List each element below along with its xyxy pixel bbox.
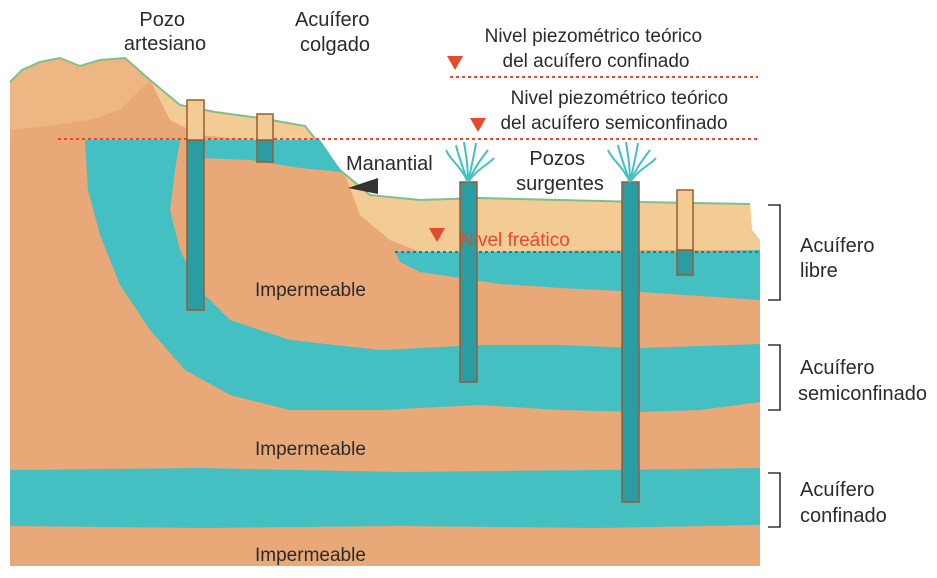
- label-artesian-well: Pozo artesiano: [124, 9, 206, 55]
- bracket-confined: [768, 473, 780, 527]
- free-well-top: [677, 190, 693, 252]
- label-perched-aquifer: Acuífero colgado: [295, 9, 375, 56]
- label-confined-aquifer: Acuífero confinado: [800, 479, 887, 527]
- artesian-well-casing-top: [187, 100, 204, 142]
- flowing-well-1: [460, 182, 477, 382]
- label-semiconfined-aquifer: Acuífero semiconfinado: [798, 357, 927, 405]
- label-free-aquifer: Acuífero libre: [800, 235, 880, 282]
- marker-semiconfined-triangle: [470, 118, 486, 132]
- label-flowing-wells: Pozos surgentes: [516, 148, 604, 195]
- perched-well-top: [257, 114, 273, 142]
- confined-aquifer: [10, 468, 760, 528]
- bracket-free: [768, 205, 780, 300]
- perched-well: [257, 140, 273, 162]
- marker-confined-triangle: [447, 56, 463, 70]
- label-impermeable-1: Impermeable: [255, 280, 366, 301]
- label-impermeable-3: Impermeable: [255, 545, 366, 566]
- fountain-jet-1: [446, 142, 494, 182]
- flowing-well-2: [622, 182, 639, 502]
- fountain-jet-2: [608, 142, 656, 182]
- label-water-table: Nivel freático: [460, 230, 570, 251]
- artesian-well: [187, 140, 204, 310]
- free-well: [677, 250, 693, 275]
- label-impermeable-2: Impermeable: [255, 439, 366, 460]
- label-spring: Manantial: [346, 153, 433, 175]
- label-semiconfined-piezometric: Nivel piezométrico teórico del acuífero …: [500, 88, 733, 134]
- label-confined-piezometric: Nivel piezométrico teórico del acuífero …: [485, 26, 708, 72]
- bracket-semiconfined: [768, 345, 780, 410]
